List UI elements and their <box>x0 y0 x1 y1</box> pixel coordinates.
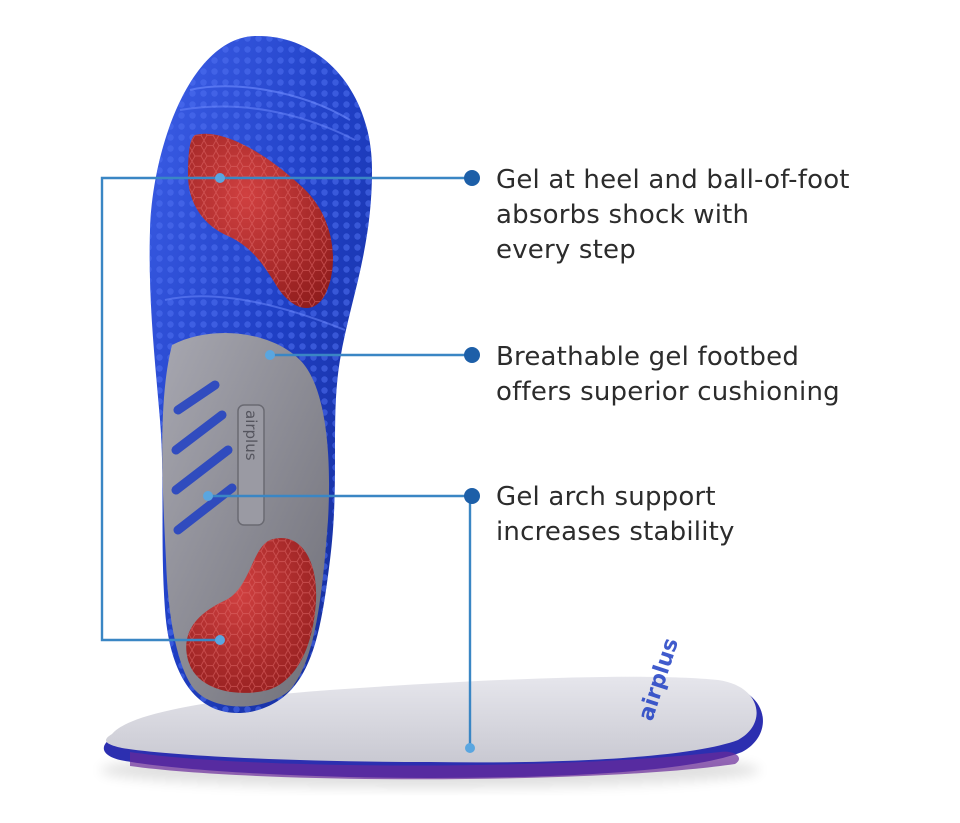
upright-insole: airplus <box>149 35 372 714</box>
leader-line-gel <box>100 176 470 642</box>
callout-breathable-footbed: Breathable gel footbed offers superior c… <box>496 340 936 410</box>
callout-1-line-3: every step <box>496 235 636 265</box>
anchor-dot-arch <box>203 491 213 501</box>
callout-dot-gel <box>464 170 480 186</box>
anchor-dot-forefoot <box>215 173 225 183</box>
callout-1-line-1: Gel at heel and ball-of-foot <box>496 165 850 195</box>
anchor-dot-arch-side <box>465 743 475 753</box>
callout-gel-heel-forefoot: Gel at heel and ball-of-foot absorbs sho… <box>496 163 936 268</box>
callout-3-line-2: increases stability <box>496 517 735 547</box>
leader-lines <box>100 176 472 748</box>
flat-insole-purple-edge <box>130 751 740 780</box>
anchor-dot-footbed <box>265 350 275 360</box>
callout-dot-footbed <box>464 347 480 363</box>
callout-dot-arch <box>464 488 480 504</box>
leader-points <box>203 170 480 753</box>
callout-2-line-1: Breathable gel footbed <box>496 342 800 372</box>
callout-arch-support: Gel arch support increases stability <box>496 480 936 550</box>
callout-1-line-2: absorbs shock with <box>496 200 750 230</box>
callout-3-line-1: Gel arch support <box>496 482 716 512</box>
arch-brand-mark: airplus <box>242 410 260 461</box>
anchor-dot-heel <box>215 635 225 645</box>
callout-2-line-2: offers superior cushioning <box>496 377 840 407</box>
